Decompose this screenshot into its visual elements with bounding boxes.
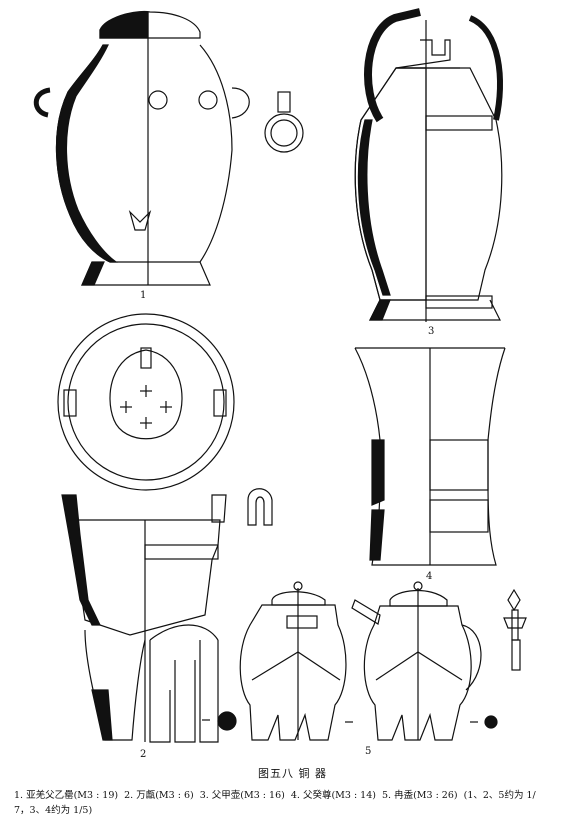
vessel-zun (354, 347, 506, 566)
figure-title: 图五八 铜 器 (258, 767, 327, 780)
figure-label-4: 4 (426, 571, 433, 582)
vessel-he (239, 581, 527, 741)
vessel-yan (61, 488, 273, 743)
vessel-lei (33, 10, 304, 286)
caption-line-1: 1. 亚羌父乙罍(M3 : 19) 2. 万甗(M3 : 6) 3. 父甲壶(M… (14, 790, 536, 801)
figure-label-5: 5 (365, 746, 372, 757)
caption-line-2: 7，3、4约为 1/5) (14, 805, 93, 816)
vessel-hu (354, 8, 503, 322)
figure-label-2: 2 (140, 749, 147, 760)
figure-caption: 1. 亚羌父乙罍(M3 : 19) 2. 万甗(M3 : 6) 3. 父甲壶(M… (14, 788, 574, 818)
figure-label-1: 1 (140, 290, 147, 301)
vessel-yan-plan (57, 313, 235, 491)
figure-label-3: 3 (428, 326, 435, 337)
